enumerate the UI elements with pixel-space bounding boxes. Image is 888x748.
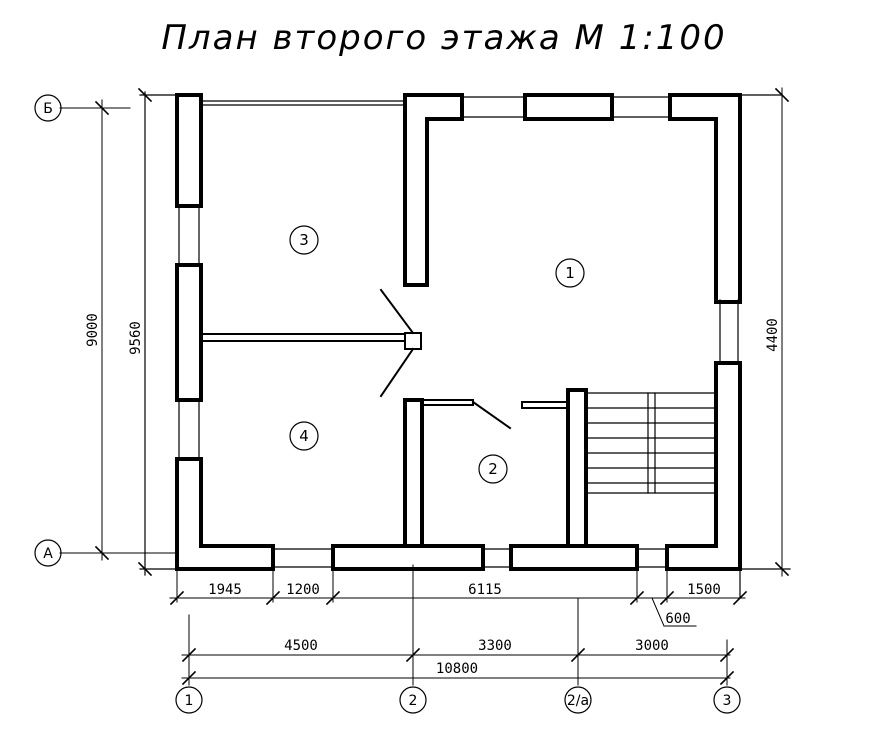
- dim-6115: 6115: [468, 582, 502, 598]
- room-label-1: 1: [565, 264, 575, 282]
- dimension-lines: [59, 87, 783, 686]
- dim-4400: 4400: [765, 318, 781, 352]
- dim-9560: 9560: [128, 321, 144, 355]
- dim-1945: 1945: [208, 582, 242, 598]
- door-leaves: [379, 288, 569, 430]
- dim-3300: 3300: [478, 638, 512, 654]
- dim-1200: 1200: [286, 582, 320, 598]
- dim-4500: 4500: [284, 638, 318, 654]
- partition-3-4: [200, 332, 422, 350]
- window-lines: [139, 91, 791, 599]
- axis-3-label: 3: [723, 693, 732, 709]
- room-label-2: 2: [488, 460, 498, 478]
- axis-b-label: Б: [43, 101, 53, 117]
- room-bubbles: [289, 225, 585, 484]
- axis-2-label: 2: [409, 693, 418, 709]
- dim-3000: 3000: [635, 638, 669, 654]
- axis-1-label: 1: [185, 693, 194, 709]
- plan-title: План второго этажа М 1:100: [161, 18, 727, 58]
- room-label-4: 4: [299, 427, 309, 445]
- exterior-walls: [175, 93, 742, 571]
- dimension-ticks: [94, 87, 790, 686]
- axis-a-label: А: [43, 546, 53, 562]
- dim-9000: 9000: [85, 313, 101, 347]
- interior-walls: [403, 388, 588, 548]
- room-label-3: 3: [299, 231, 309, 249]
- dim-10800: 10800: [436, 661, 478, 677]
- dim-1500: 1500: [687, 582, 721, 598]
- axis-2a-label: 2/а: [567, 693, 589, 709]
- dim-600: 600: [665, 611, 690, 627]
- stairs: [585, 392, 717, 494]
- axis-bubbles: [34, 94, 741, 714]
